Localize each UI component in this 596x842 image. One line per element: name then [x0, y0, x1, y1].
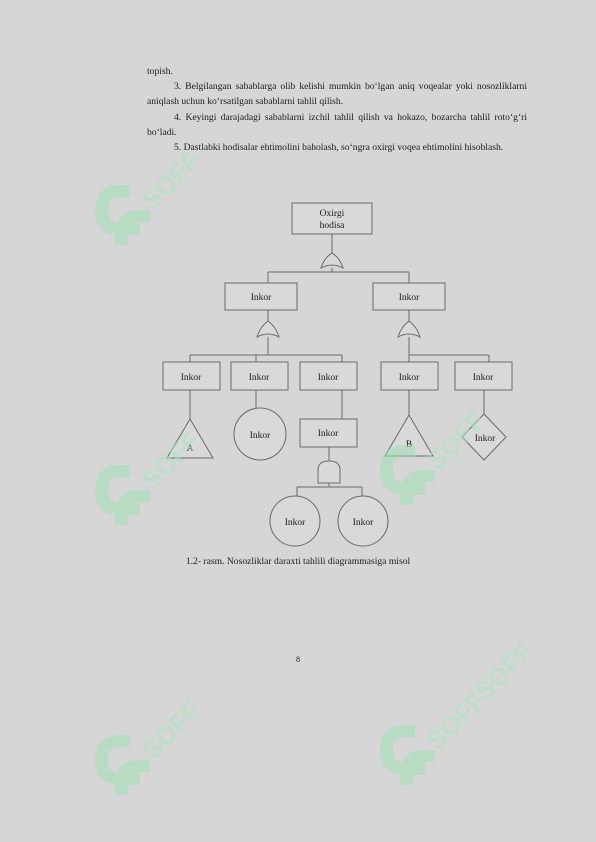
intermediate-event-l3-3-label: Inkor [318, 373, 339, 383]
figure-caption: 1.2- rasm. Nosozliklar daraxti tahlili d… [185, 556, 411, 567]
or-gate-top [320, 252, 344, 270]
top-event-label-line2: hodisa [320, 221, 346, 231]
watermark-logo: SOFF [380, 685, 491, 785]
or-gate-right [397, 320, 421, 339]
transfer-triangle-a [166, 418, 214, 459]
top-event-label-line1: Oxirgi [320, 209, 345, 219]
undeveloped-event-diamond [461, 413, 507, 461]
intermediate-event-left-label: Inkor [251, 293, 272, 303]
watermark-logo: SOFF [95, 145, 206, 245]
paragraph-step-4: 4. Keyingi darajadagi sabablarni izchil … [147, 111, 527, 138]
intermediate-event-right [372, 282, 446, 311]
svg-text:SOFF: SOFF [469, 636, 539, 706]
svg-text:SOFF: SOFF [136, 425, 206, 495]
intermediate-event-l3-2 [230, 361, 289, 391]
watermark-logo: SOFF [95, 695, 206, 795]
intermediate-event-l3-2-label: Inkor [249, 373, 270, 383]
watermark-logo: SOFF [95, 425, 206, 525]
intermediate-event-l3-1-label: Inkor [181, 373, 202, 383]
basic-event-circle-1-label: Inkor [250, 431, 271, 441]
intermediate-event-l4-label: Inkor [318, 429, 339, 439]
intermediate-event-l3-1 [162, 361, 221, 391]
basic-event-circle-3-label: Inkor [353, 518, 374, 528]
paragraph-step-5: 5. Dastlabki hodisalar ehtimolini bahola… [174, 142, 504, 154]
paragraph-topish: topish. [147, 66, 173, 77]
intermediate-event-l3-3 [299, 361, 358, 391]
intermediate-event-l3-5 [454, 361, 513, 391]
transfer-triangle-a-label: A [187, 444, 194, 454]
intermediate-event-right-label: Inkor [399, 293, 420, 303]
body-text: topish. 3. Belgilangan sabablarga olib k… [147, 64, 527, 155]
intermediate-event-l3-5-label: Inkor [473, 373, 494, 383]
undeveloped-event-label: Inkor [475, 434, 496, 444]
and-gate [317, 460, 341, 484]
basic-event-circle-2-label: Inkor [285, 518, 306, 528]
intermediate-event-left [224, 282, 298, 311]
paragraph-step-3: 3. Belgilangan sabablarga olib kelishi m… [147, 81, 527, 108]
intermediate-event-l3-4 [380, 361, 439, 391]
watermark-logo: SOFF [469, 636, 539, 706]
intermediate-event-l3-4-label: Inkor [399, 373, 420, 383]
basic-event-circle-3 [337, 495, 389, 547]
watermark-logo: SOFF [380, 405, 491, 505]
or-gate-left [256, 320, 280, 339]
svg-text:SOFF: SOFF [421, 405, 491, 475]
top-event-box [291, 202, 373, 235]
basic-event-circle-1 [233, 407, 287, 461]
svg-text:SOFF: SOFF [136, 145, 206, 215]
svg-text:SOFF: SOFF [136, 695, 206, 765]
page-number: 8 [296, 655, 300, 664]
intermediate-event-l4 [299, 418, 358, 448]
basic-event-circle-2 [269, 495, 321, 547]
